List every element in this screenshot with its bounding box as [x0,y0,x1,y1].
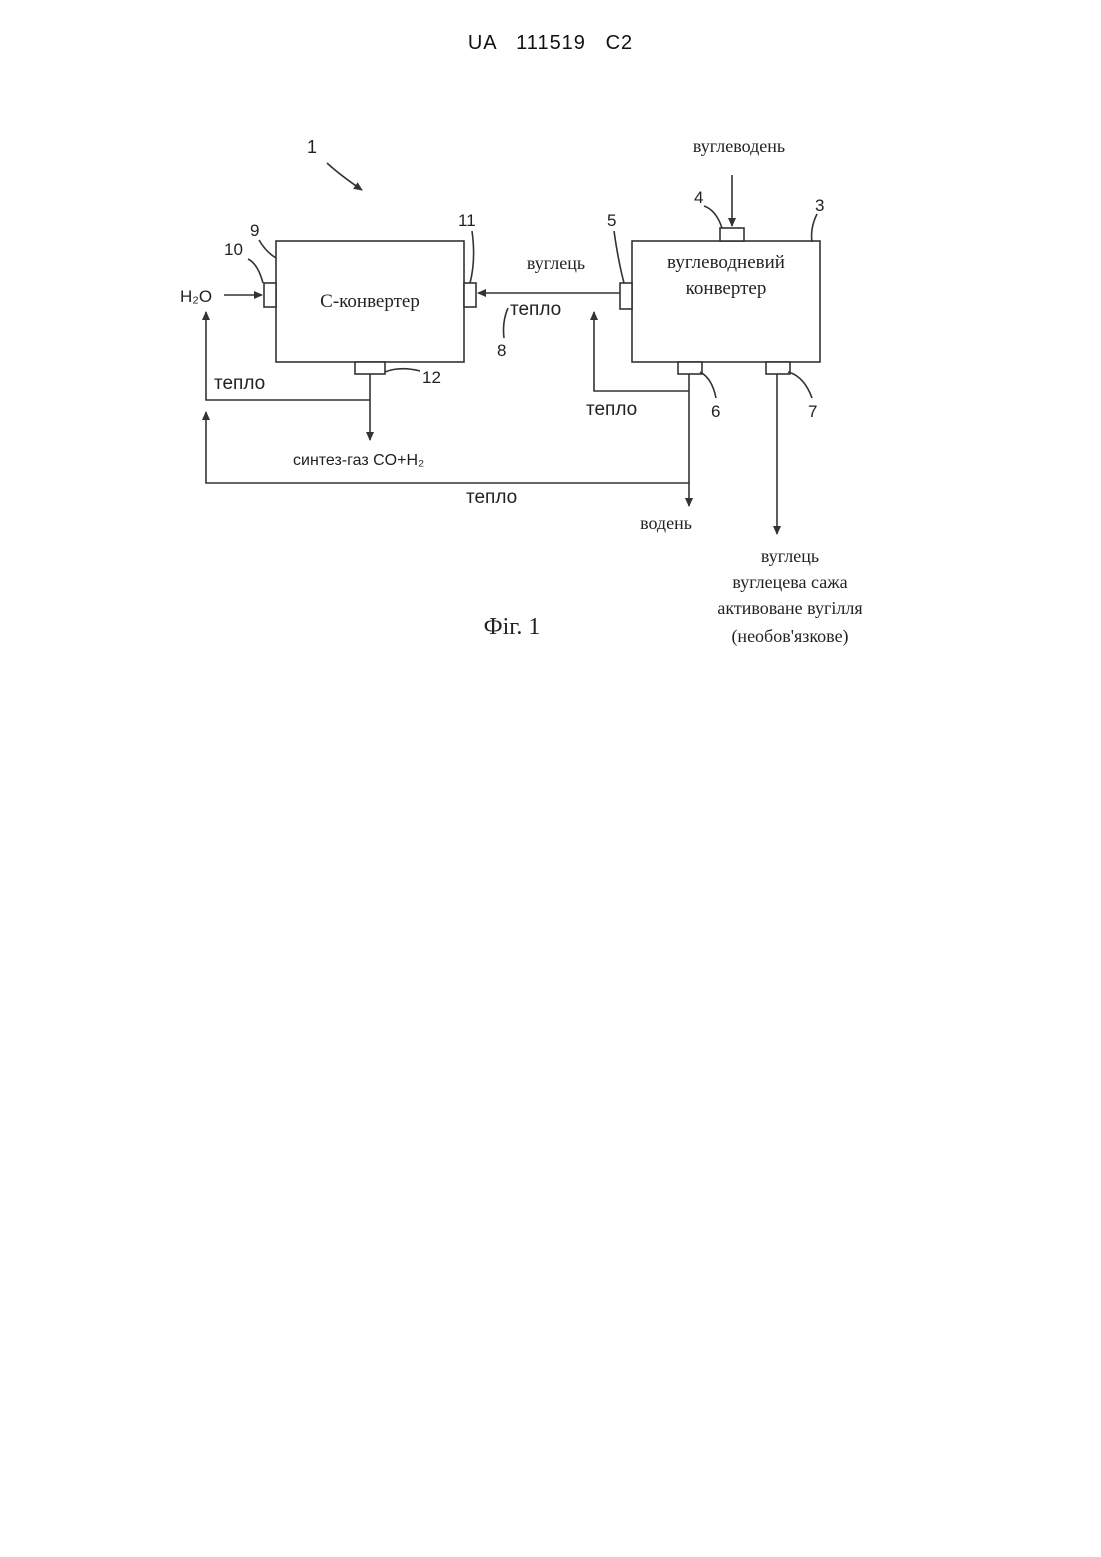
c-converter-label: С-конвертер [320,291,420,312]
c-converter-inlet-port [264,283,276,307]
hc-converter-label-1: вуглеводневий [667,252,785,273]
process-diagram: 1 С-конвертер 9 10 11 12 H₂O вуглеводнев… [0,0,1101,700]
ref-12-leader [385,369,420,372]
syngas-label: синтез-газ CO+H₂ [293,452,424,469]
ref-7: 7 [808,402,817,421]
ref-6: 6 [711,402,720,421]
hc-hydrogen-outlet-port [678,362,702,374]
heat-bottom-loop [206,412,689,483]
ref-3-leader [812,214,817,242]
ref-10-leader [248,259,263,283]
water-label: H₂O [180,287,212,306]
product-label-4: (необов'язкове) [731,626,848,647]
ref-system-arrow [327,163,362,190]
hydrogen-label: водень [640,513,692,533]
hc-product-outlet-port [766,362,790,374]
ref-5: 5 [607,211,616,230]
heat-between-label: тепло [510,299,561,320]
hc-converter-label-2: конвертер [686,278,767,299]
ref-9: 9 [250,221,259,240]
heat-bottom-label: тепло [466,487,517,508]
ref-4-leader [704,206,722,228]
heat-right-label: тепло [586,399,637,420]
ref-10: 10 [224,240,243,259]
c-converter-carbon-port [464,283,476,307]
ref-5-leader [614,231,624,283]
ref-12: 12 [422,368,441,387]
ref-8-leader [504,308,509,338]
figure-caption: Фіг. 1 [484,614,541,640]
ref-11-leader [470,231,474,283]
ref-8: 8 [497,341,506,360]
product-label-1: вуглець [761,546,819,566]
ref-7-leader [788,372,812,398]
ref-9-leader [259,240,276,258]
ref-11: 11 [458,211,476,230]
hc-inlet-port [720,228,744,241]
carbon-label: вуглець [527,253,585,273]
product-label-2: вуглецева сажа [732,572,847,592]
c-converter-outlet-port [355,362,385,374]
product-label-3: активоване вугілля [717,598,862,618]
ref-system: 1 [307,137,317,157]
ref-3: 3 [815,196,824,215]
hc-carbon-outlet-port [620,283,632,309]
ref-6-leader [700,372,716,398]
heat-left-label: тепло [214,373,265,394]
ref-4: 4 [694,188,703,207]
hydrocarbon-label: вуглеводень [693,136,785,156]
